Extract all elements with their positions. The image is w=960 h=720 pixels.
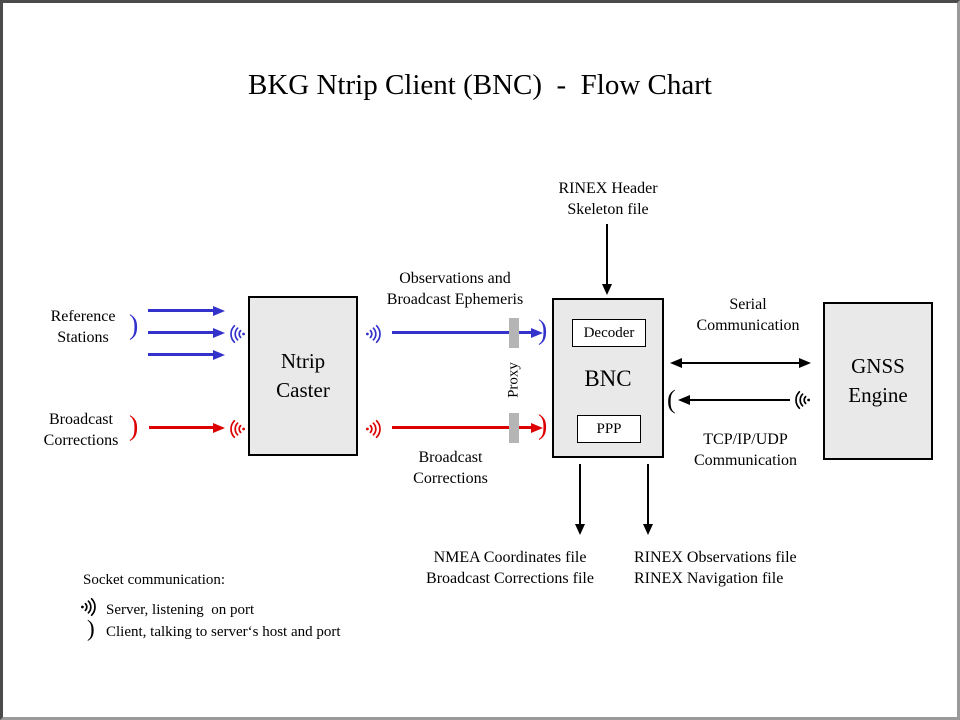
serial-communication-label: Serial Communication [696,296,800,334]
client-socket-icon-bnc-blue: ) [538,315,548,346]
legend-client-text: Client, talking to server‘s host and por… [106,624,341,640]
server-socket-icon-caster-left-blue [226,324,246,344]
client-socket-icon-reference: ) [129,310,139,341]
server-socket-icon-caster-right-blue [365,324,385,344]
legend-client-icon: ) [87,616,95,641]
reference-arrow-1 [148,309,213,312]
rinex-header-label: RINEX Header Skeleton file [558,180,658,218]
broadcast-corrections-mid-label: Broadcast Corrections [413,449,488,487]
reference-arrow-3 [148,353,213,356]
rinex-output-arrow [647,464,649,524]
server-socket-icon-caster-right-red [365,419,385,439]
proxy-label: Proxy [505,362,522,398]
serial-communication-arrow [682,362,799,364]
legend-server-text: Server, listening on port [106,602,255,618]
legend-server-icon [80,597,100,617]
broadcast-corrections-input-label: Broadcast Corrections [43,411,119,449]
observations-arrow [392,331,531,334]
bnc-node: Decoder BNC PPP [552,298,664,458]
ppp-subnode: PPP [577,415,641,443]
nmea-output-arrow [579,464,581,524]
legend-title: Socket communication: [83,572,226,588]
bnc-label: BNC [584,365,632,391]
corrections-arrow [149,426,213,429]
proxy-bar-bottom [509,413,519,443]
tcp-arrow [690,399,790,401]
client-socket-icon-bnc-tcp: ( [667,385,676,414]
client-socket-icon-bnc-red: ) [538,410,548,441]
broadcast-corrections-arrow [392,426,531,429]
rinex-header-arrow [606,224,608,284]
proxy-bar-top [509,318,519,348]
gnss-engine-node: GNSS Engine [823,302,933,460]
client-socket-icon-corrections: ) [129,411,139,442]
decoder-subnode: Decoder [572,319,646,347]
server-socket-icon-caster-left-red [226,419,246,439]
reference-stations-label: Reference Stations [50,308,116,346]
nmea-files-label: NMEA Coordinates file Broadcast Correcti… [426,549,594,587]
observations-label: Observations and Broadcast Ephemeris [386,270,524,308]
page-title: BKG Ntrip Client (BNC) - Flow Chart [248,69,712,101]
ntrip-caster-node: Ntrip Caster [248,296,358,456]
server-socket-icon-gnss [791,390,811,410]
rinex-files-label: RINEX Observations file RINEX Navigation… [634,549,797,587]
reference-arrow-2 [148,331,213,334]
tcp-communication-label: TCP/IP/UDP Communication [693,431,798,469]
